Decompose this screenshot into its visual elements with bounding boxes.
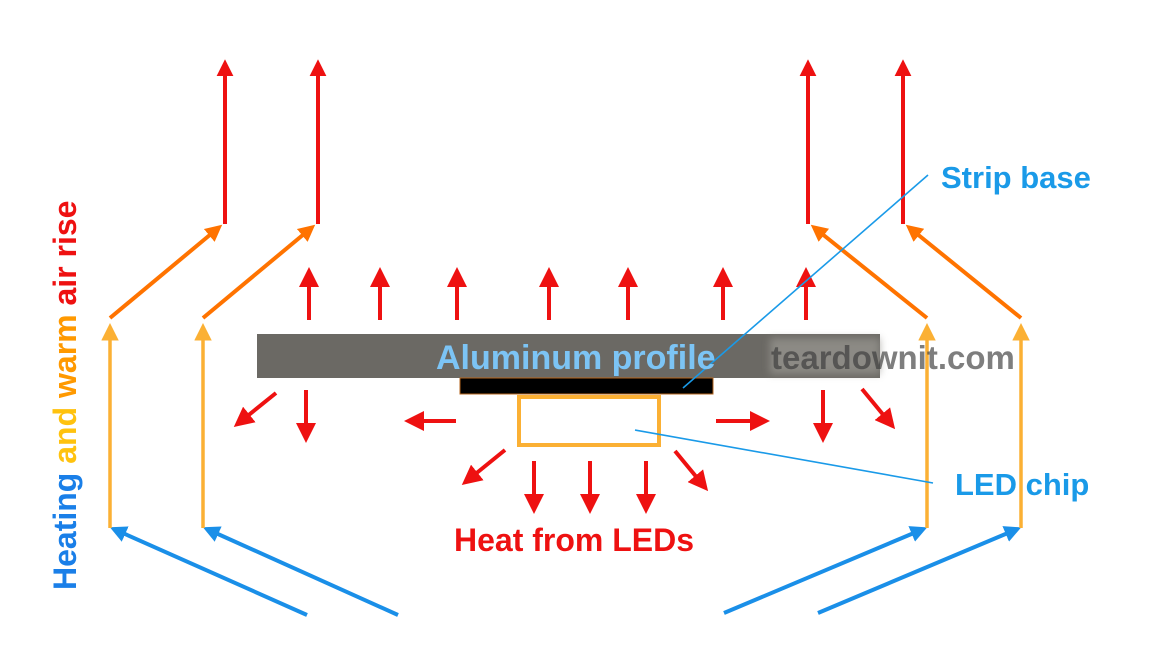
- strip-base-callout-line: [682, 174, 929, 389]
- cool-air-arrow: [109, 526, 308, 617]
- strip-base: [459, 377, 714, 395]
- vertical-title-part: air rise: [47, 201, 83, 315]
- vertical-title-part: Heating: [47, 473, 83, 590]
- heat-down-left-arrow: [233, 391, 278, 428]
- cool-air-arrow: [202, 526, 399, 617]
- warm-air-arrow: [201, 224, 316, 320]
- cool-air-arrow: [723, 526, 928, 615]
- vertical-title-part: warm: [47, 314, 83, 406]
- heat-down-right-arrow: [860, 387, 896, 430]
- led-chip-callout-line: [634, 429, 934, 484]
- heat-radiation-arrows: [233, 267, 896, 514]
- aluminum-profile-label: Aluminum profile: [436, 339, 716, 377]
- warm-air-arrow: [810, 224, 929, 320]
- vertical-title: Heating and warm air rise: [47, 201, 83, 590]
- watermark-glow: [770, 338, 880, 374]
- warm-air-arrow: [108, 224, 223, 320]
- heat-down-right-arrow: [673, 449, 709, 492]
- cool-air-arrow: [817, 526, 1022, 615]
- heat-from-leds-label: Heat from LEDs: [454, 522, 694, 558]
- strip-base-label: Strip base: [941, 160, 1091, 195]
- vertical-title-part: and: [47, 407, 83, 473]
- led-chip-label: LED chip: [955, 467, 1089, 502]
- warm-air-arrow: [905, 224, 1023, 320]
- heat-down-left-arrow: [461, 448, 507, 486]
- led-chip: [517, 395, 661, 447]
- air-flow-arrows: [101, 59, 1030, 617]
- watermark-text: teardownit.com: [771, 339, 1015, 376]
